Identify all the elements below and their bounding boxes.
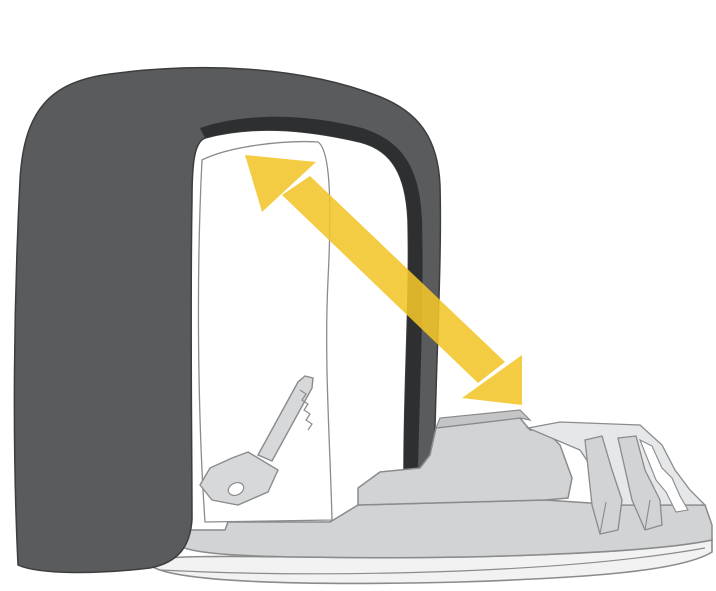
- illustration-canvas: [0, 0, 716, 591]
- key-safe-diagram: [0, 0, 716, 591]
